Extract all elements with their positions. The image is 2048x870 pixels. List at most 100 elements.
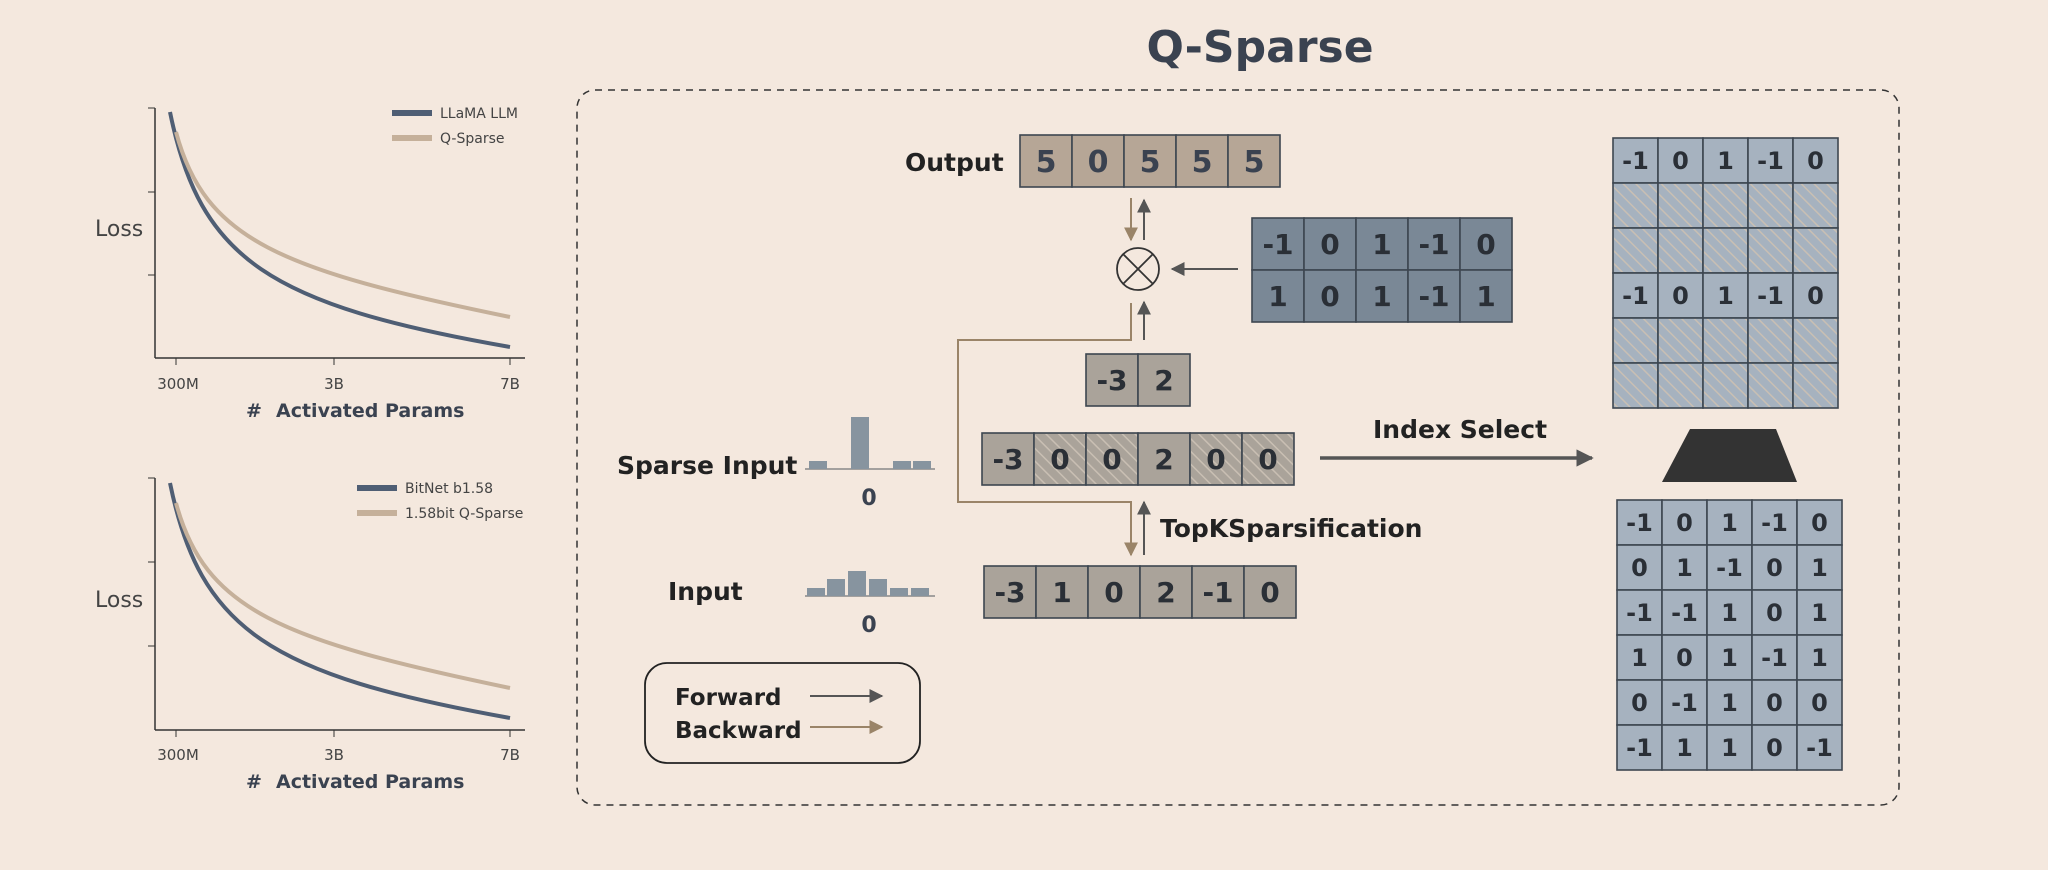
- hatch-pattern: [1035, 434, 1085, 484]
- hatch-pattern: [1087, 434, 1137, 484]
- matrix-cell: [1751, 499, 1798, 546]
- cell-value: -1: [1757, 147, 1784, 175]
- cell-value: -1: [1757, 282, 1784, 310]
- histogram-bar: [851, 417, 869, 469]
- matrix-cell: [1616, 544, 1663, 591]
- cell-value: -1: [1626, 599, 1653, 627]
- cell-value: 0: [1631, 554, 1648, 582]
- cell-value: 0: [1631, 689, 1648, 717]
- cell-value: -1: [1671, 599, 1698, 627]
- cell-value: 1: [1717, 147, 1734, 175]
- diagram-title: Q-Sparse: [1146, 22, 1373, 73]
- hatch-pattern: [1794, 319, 1837, 362]
- cell-value: -3: [994, 576, 1025, 609]
- matrix-cell: [1303, 269, 1357, 323]
- histogram-bar: [893, 461, 911, 469]
- cell-value: -3: [1096, 364, 1127, 397]
- chart-ylabel: Loss: [95, 588, 143, 613]
- sparse-input-histogram: 0: [805, 417, 935, 511]
- cell-value: -1: [1761, 644, 1788, 672]
- cell-value: 1: [1052, 576, 1071, 609]
- cell-value: 1: [1631, 644, 1648, 672]
- arrow-legend: Forward Backward: [644, 662, 921, 764]
- legend-label: 1.58bit Q-Sparse: [405, 506, 523, 522]
- matrix-cell: [1616, 724, 1663, 771]
- hatch-pattern: [1749, 364, 1792, 407]
- cell-value: 1: [1476, 280, 1495, 313]
- cell-value: 0: [1672, 282, 1689, 310]
- cell-value: -1: [1418, 280, 1449, 313]
- cell-value: -1: [1761, 509, 1788, 537]
- cell-value: -1: [1262, 228, 1293, 261]
- hatch-pattern: [1794, 184, 1837, 227]
- matrix-cell: [1661, 679, 1708, 726]
- hatch-pattern: [1614, 319, 1657, 362]
- qsparse-diagram-frame: [576, 89, 1900, 806]
- legend-label: Q-Sparse: [440, 131, 504, 147]
- matrix-cell: [1751, 724, 1798, 771]
- cell-value: 0: [1766, 599, 1783, 627]
- cell-value: 0: [1104, 576, 1123, 609]
- cell-value: 5: [1192, 145, 1213, 180]
- matrix-cell: [1706, 724, 1753, 771]
- matrix-cell: [1612, 137, 1659, 184]
- hatch-pattern: [1614, 184, 1657, 227]
- cell-value: -1: [1622, 147, 1649, 175]
- hatch-pattern: [1704, 184, 1747, 227]
- loss-chart-top: Loss 300M 3B 7B # Activated Params LLaMA…: [95, 106, 525, 422]
- matrix-cell: [1747, 272, 1794, 319]
- matrix-cell: [1796, 544, 1843, 591]
- input-histogram: 0: [805, 571, 935, 638]
- cell-value: 1: [1717, 282, 1734, 310]
- output-label: Output: [905, 148, 1004, 177]
- hatch-pattern: [1704, 229, 1747, 272]
- x-tick-label: 3B: [324, 746, 344, 764]
- cell-value: 1: [1721, 599, 1738, 627]
- index-select-label: Index Select: [1373, 415, 1547, 444]
- hatch-pattern: [1794, 364, 1837, 407]
- cell-value: 1: [1268, 280, 1287, 313]
- matrix-cell: [1175, 134, 1229, 188]
- cell-value: 1: [1372, 228, 1391, 261]
- cell-value: 2: [1156, 576, 1175, 609]
- matrix-cell: [1087, 565, 1141, 619]
- matrix-cell: [1251, 269, 1305, 323]
- cell-value: -1: [1622, 282, 1649, 310]
- matrix-cell: [1706, 544, 1753, 591]
- chart-xlabel: Activated Params: [276, 400, 465, 422]
- legend-label: LLaMA LLM: [440, 106, 518, 122]
- histogram-bar: [869, 579, 887, 596]
- hatch-pattern: [1659, 319, 1702, 362]
- histogram-bar: [890, 588, 908, 596]
- cell-value: 0: [1476, 228, 1495, 261]
- hatch-pattern: [1614, 229, 1657, 272]
- matrix-cell: [1123, 134, 1177, 188]
- matrix-cell: [981, 432, 1035, 486]
- hatch-pattern: [1191, 434, 1241, 484]
- matrix-cell: [1706, 589, 1753, 636]
- chart-xlabel-hash: #: [246, 771, 262, 793]
- cell-value: 1: [1721, 644, 1738, 672]
- histogram-bar: [911, 588, 929, 596]
- matrix-cell: [1137, 432, 1191, 486]
- cell-value: 1: [1811, 599, 1828, 627]
- cell-value: -1: [1716, 554, 1743, 582]
- cell-value: 1: [1811, 644, 1828, 672]
- series-line-qsparse: [174, 131, 511, 319]
- cell-value: 0: [1260, 576, 1279, 609]
- cell-value: 0: [1811, 509, 1828, 537]
- cell-value: -1: [1626, 509, 1653, 537]
- cell-value: 0: [1050, 443, 1069, 476]
- cell-value: -1: [1202, 576, 1233, 609]
- straight-through-gradient-path: [957, 303, 1138, 557]
- index-select-trapezoid-icon: [1662, 429, 1797, 482]
- hatch-pattern: [1614, 364, 1657, 407]
- cell-value: -1: [1806, 734, 1833, 762]
- hatch-pattern: [1243, 434, 1293, 484]
